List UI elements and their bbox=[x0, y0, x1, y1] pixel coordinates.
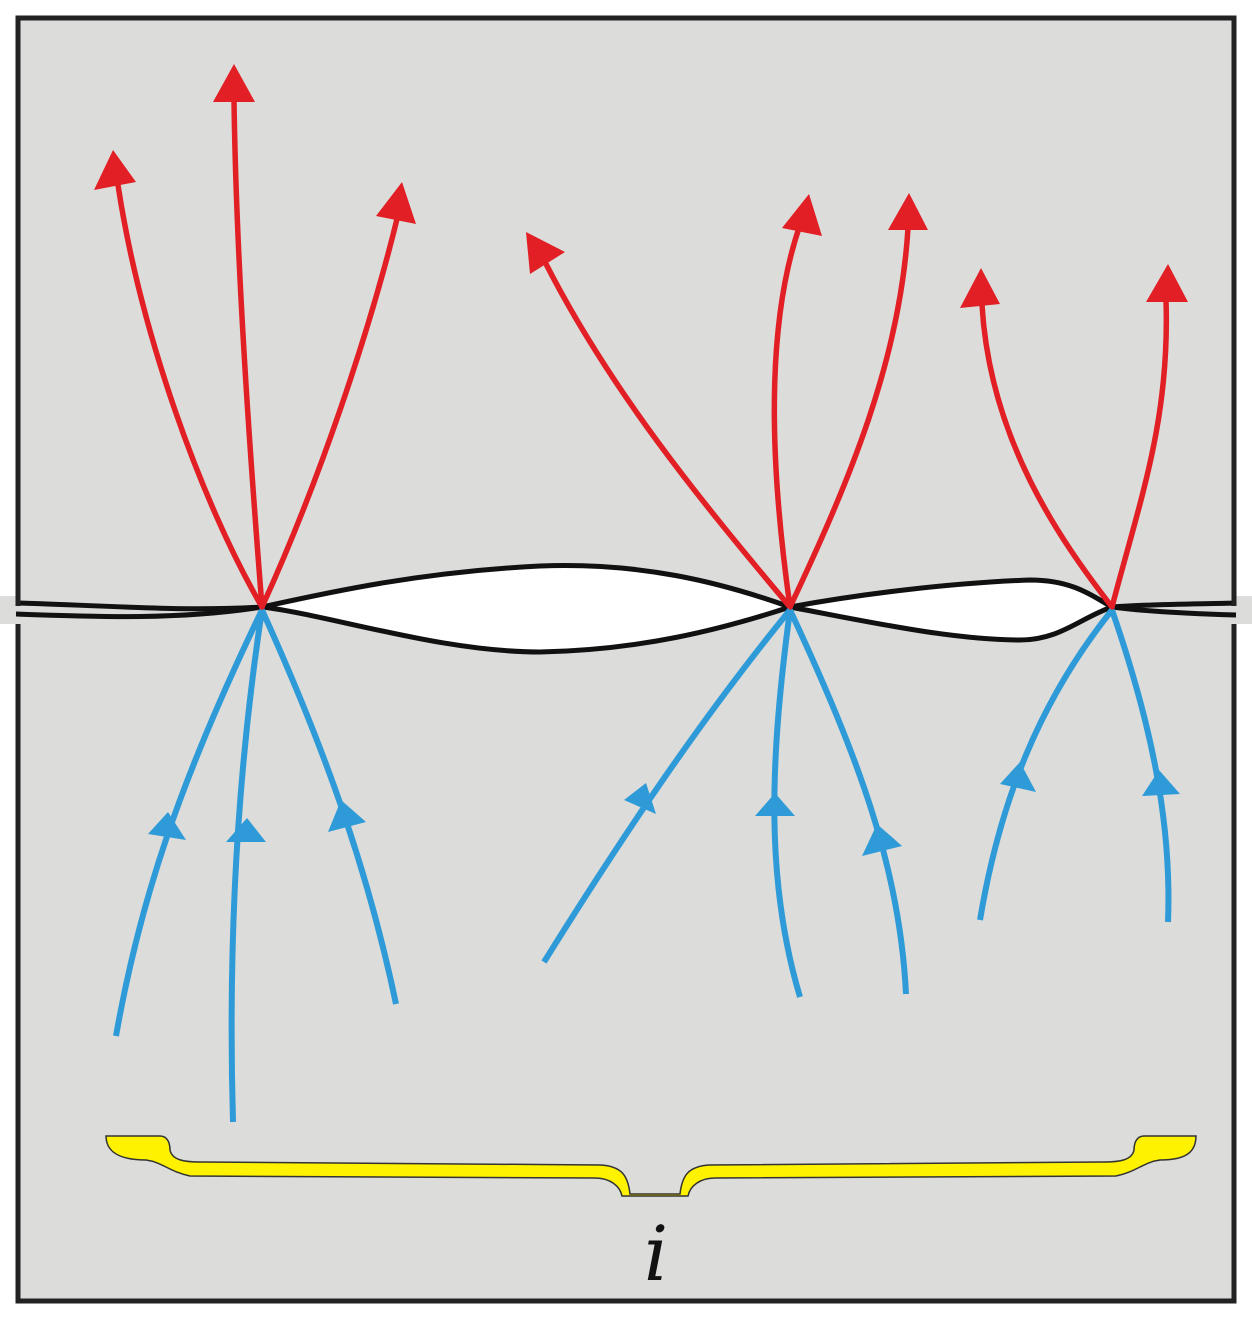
arrowhead-blue-2a bbox=[624, 783, 656, 814]
contact-1-outgoing-arrows bbox=[94, 64, 416, 610]
incoming-arrow-2c bbox=[787, 608, 909, 995]
yellow-brace bbox=[105, 1135, 1197, 1197]
arrowhead-2b bbox=[782, 194, 822, 236]
contact-3-incoming-arrows bbox=[977, 608, 1180, 923]
contact-3-outgoing-arrows bbox=[960, 264, 1188, 610]
arrowhead-1c bbox=[376, 182, 416, 224]
arrowhead-blue-1b bbox=[226, 818, 266, 842]
outgoing-arrow-2b bbox=[771, 222, 803, 610]
arrowhead-3b bbox=[1146, 264, 1188, 302]
outgoing-arrow-2c bbox=[787, 225, 911, 610]
gap-void-1 bbox=[262, 565, 790, 652]
arrowhead-blue-1a bbox=[148, 812, 186, 840]
lower-block bbox=[15, 613, 1237, 1304]
contact-2-outgoing-arrows bbox=[526, 193, 928, 610]
arrowhead-2c bbox=[888, 193, 928, 230]
incoming-arrow-1b bbox=[228, 609, 265, 1123]
contact-2-incoming-arrows bbox=[541, 608, 909, 998]
outgoing-arrow-1c bbox=[259, 212, 401, 610]
outgoing-arrow-3b bbox=[1109, 297, 1170, 610]
arrowhead-1a bbox=[94, 150, 136, 190]
arrowhead-blue-2c bbox=[862, 824, 902, 856]
incoming-arrow-3b bbox=[1109, 609, 1172, 923]
label-i: i bbox=[644, 1209, 668, 1298]
upper-block bbox=[15, 15, 1237, 606]
incoming-arrow-3a bbox=[977, 608, 1115, 921]
arrowhead-blue-3b bbox=[1142, 770, 1180, 796]
outgoing-arrow-1b bbox=[231, 97, 265, 610]
incoming-arrow-2a bbox=[541, 608, 793, 964]
outgoing-arrow-1a bbox=[115, 182, 265, 610]
arrowhead-3a bbox=[960, 268, 1000, 308]
outgoing-arrow-3a bbox=[979, 302, 1115, 610]
outgoing-arrow-2a bbox=[542, 259, 793, 610]
arrowhead-blue-3a bbox=[1000, 762, 1036, 792]
arrowhead-blue-2b bbox=[755, 793, 795, 816]
arrowhead-1b bbox=[213, 64, 255, 102]
arrowhead-blue-1c bbox=[328, 800, 366, 832]
arrowhead-2a bbox=[526, 232, 565, 274]
contact-1-incoming-arrows bbox=[113, 608, 399, 1123]
